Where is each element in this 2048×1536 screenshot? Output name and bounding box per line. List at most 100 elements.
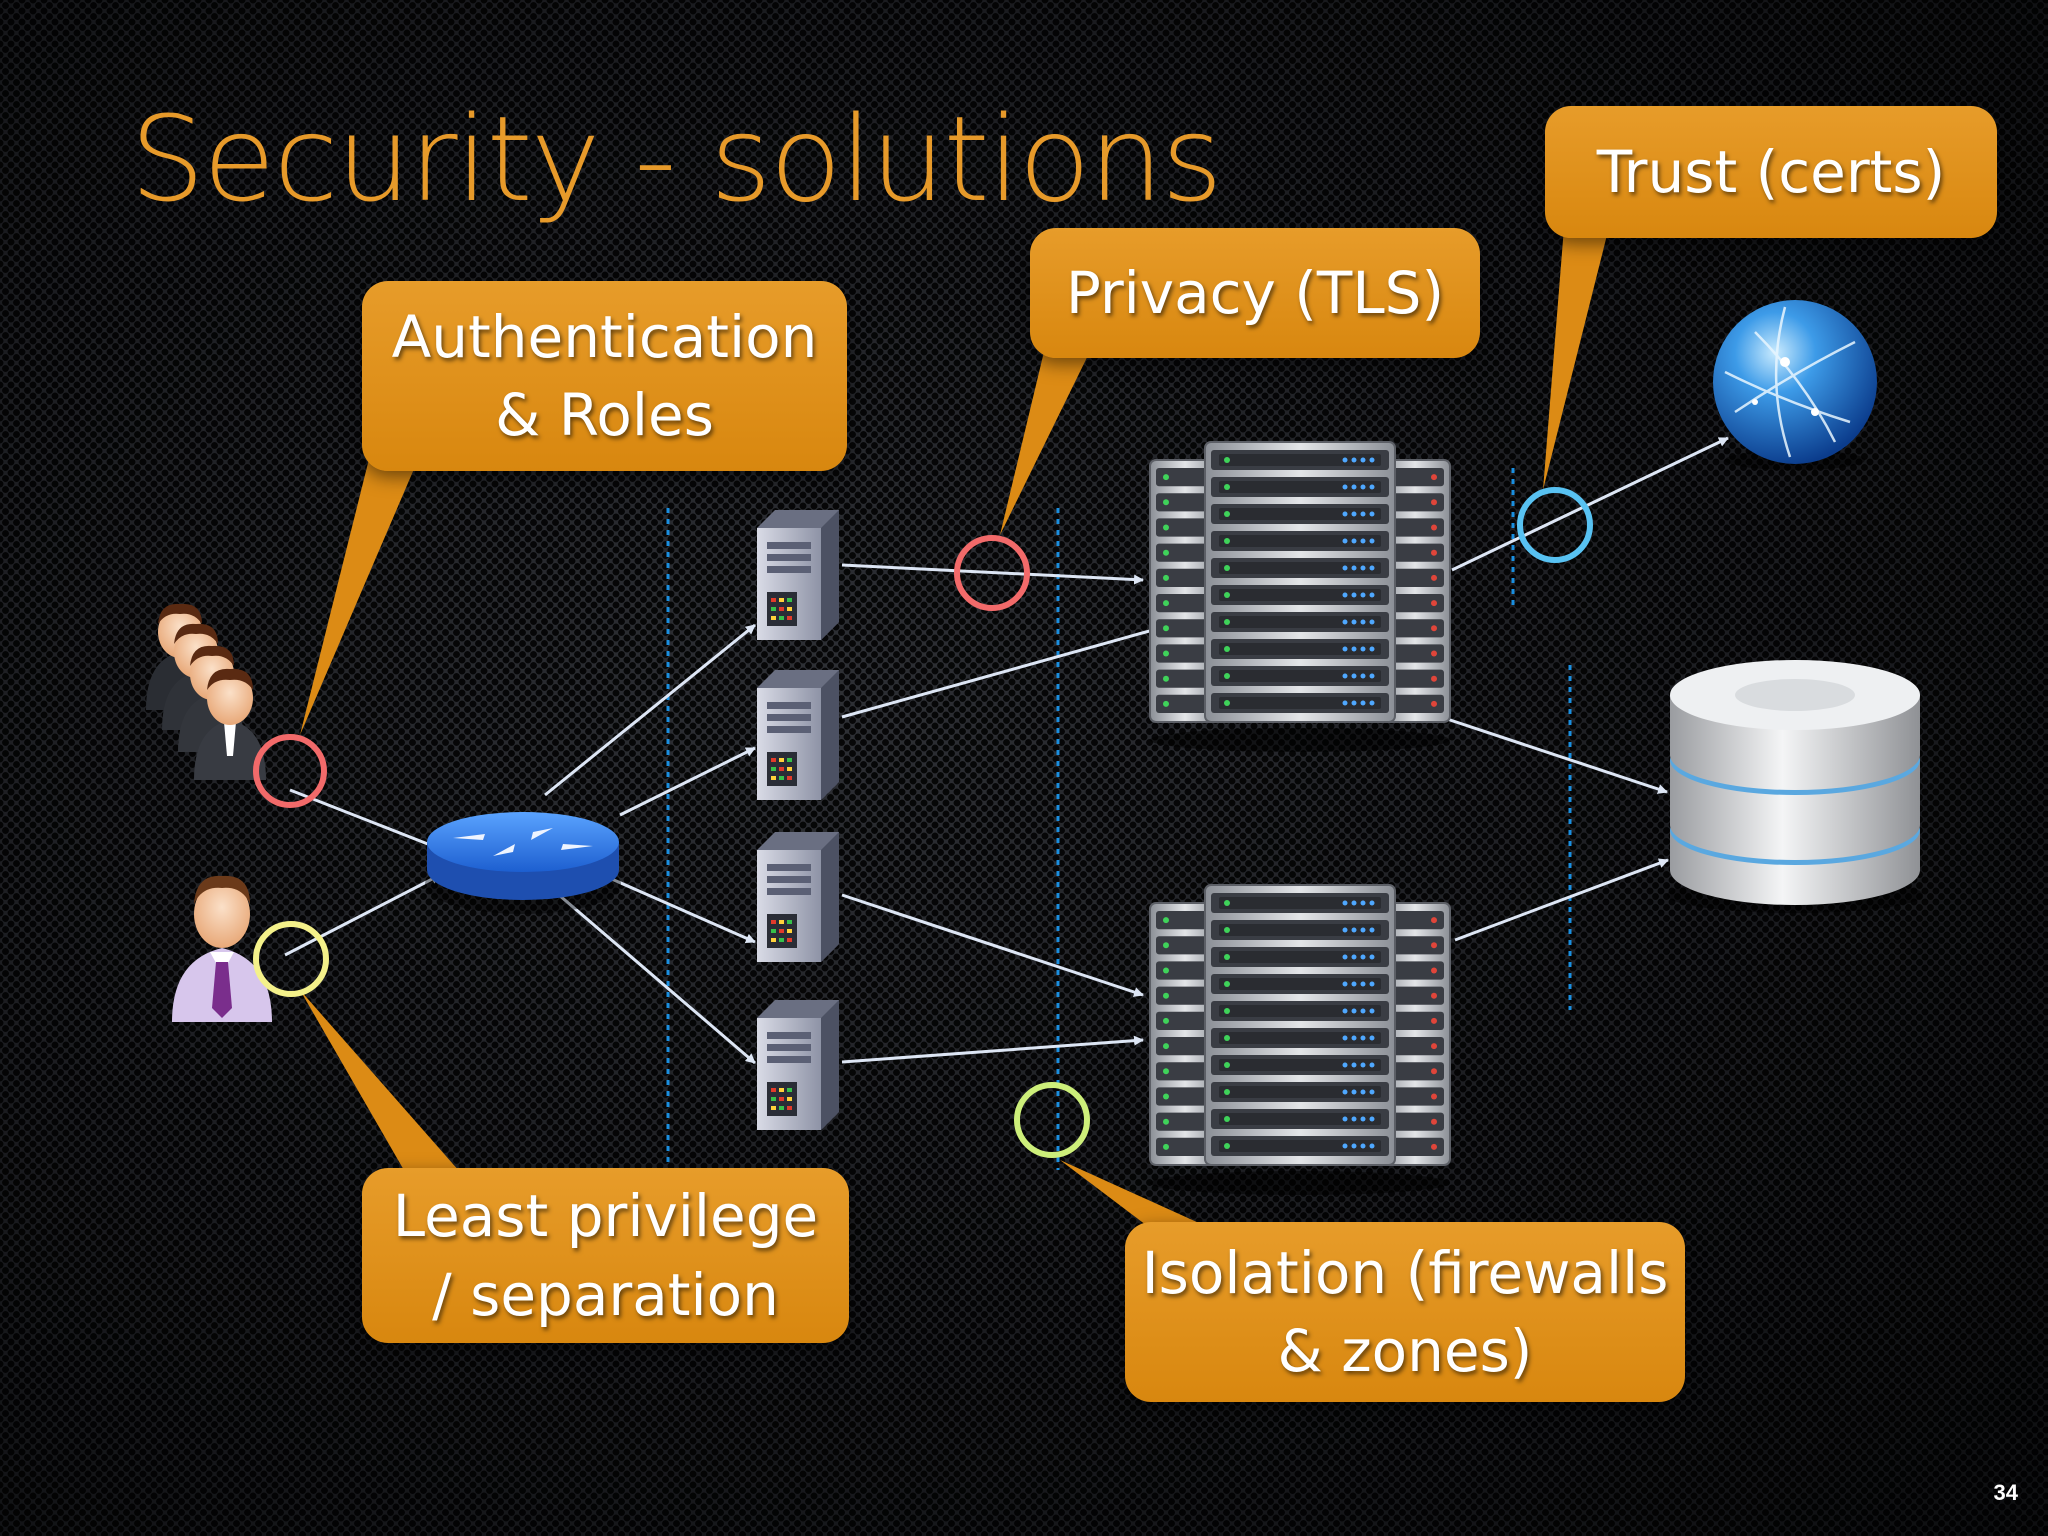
rack-bay-face — [1219, 1059, 1381, 1071]
rack-bay — [1386, 669, 1444, 688]
rack-led-green — [1163, 524, 1169, 531]
rack-led-blue — [1342, 900, 1348, 906]
rack-led-blue — [1360, 1089, 1366, 1095]
rack-bay — [1386, 518, 1444, 537]
rack-led-blue — [1369, 954, 1375, 960]
globe-icon — [1713, 300, 1877, 470]
rack-bay — [1156, 1037, 1214, 1056]
rack-led-blue — [1369, 1089, 1375, 1095]
rack-led-red — [1431, 625, 1437, 632]
rack-led-green — [1224, 954, 1230, 960]
rack-led-green — [1163, 1118, 1169, 1125]
rack-bay — [1156, 1112, 1214, 1131]
rack-led-blue — [1342, 1035, 1348, 1041]
rack-led-green — [1224, 900, 1230, 906]
rack-led-blue — [1360, 1062, 1366, 1068]
rack-bay — [1386, 986, 1444, 1005]
rack-bay — [1156, 644, 1214, 663]
rack-led-blue — [1351, 592, 1357, 598]
rack-led-red — [1431, 675, 1437, 682]
slide-title: Security - solutions — [130, 90, 1223, 228]
rack-led-blue — [1369, 484, 1375, 490]
rack-led-blue — [1342, 619, 1348, 625]
rack-led-blue — [1351, 457, 1357, 463]
rack-shadow — [1150, 1171, 1450, 1195]
rack-led-red — [1431, 499, 1437, 506]
rack-led-blue — [1360, 592, 1366, 598]
rack-led-green — [1224, 927, 1230, 933]
least-privilege-ring — [253, 921, 329, 997]
least-privilege-callout: Least privilege / separation — [362, 1168, 849, 1343]
rack-bay — [1156, 518, 1214, 537]
rack-bay-face — [1219, 951, 1381, 963]
authentication-callout: Authentication & Roles — [362, 281, 847, 471]
rack-led-red — [1431, 967, 1437, 974]
rack-led-red — [1431, 524, 1437, 531]
rack-led-green — [1163, 967, 1169, 974]
rack-bay — [1386, 936, 1444, 955]
connector-router-server-1 — [544, 623, 756, 797]
trust-callout-line-1: Trust (certs) — [1596, 137, 1946, 206]
rack-bay — [1156, 1062, 1214, 1081]
rack-led-blue — [1342, 592, 1348, 598]
rack-led-blue — [1369, 457, 1375, 463]
rack-led-blue — [1360, 1008, 1366, 1014]
rack-led-blue — [1369, 1035, 1375, 1041]
rack-led-red — [1431, 1043, 1437, 1050]
rack-bay — [1156, 594, 1214, 613]
rack-led-green — [1224, 592, 1230, 598]
rack-led-green — [1163, 917, 1169, 924]
rack-bay-face — [1219, 978, 1381, 990]
rack-led-green — [1163, 474, 1169, 481]
rack-bay — [1156, 493, 1214, 512]
rack-led-blue — [1342, 927, 1348, 933]
rack-led-red — [1431, 549, 1437, 556]
app-server-3-icon — [757, 832, 839, 962]
rack-bay-face — [1219, 697, 1381, 709]
rack-led-blue — [1351, 673, 1357, 679]
rack-led-green — [1224, 981, 1230, 987]
rack-led-blue — [1369, 511, 1375, 517]
rack-led-red — [1431, 700, 1437, 707]
rack-led-blue — [1369, 927, 1375, 933]
rack-bay-face — [1219, 508, 1381, 520]
rack-led-green — [1163, 942, 1169, 949]
rack-led-green — [1224, 1062, 1230, 1068]
rack-bay — [1386, 543, 1444, 562]
rack-led-blue — [1351, 619, 1357, 625]
server-rack-2-icon — [1149, 884, 1451, 1195]
rack-led-blue — [1342, 981, 1348, 987]
rack-led-blue — [1342, 511, 1348, 517]
rack-led-red — [1431, 1118, 1437, 1125]
rack-led-blue — [1360, 1116, 1366, 1122]
rack-bay — [1386, 1087, 1444, 1106]
server-rack-1-icon — [1149, 441, 1451, 752]
rack-bay — [1156, 1137, 1214, 1156]
rack-led-blue — [1351, 700, 1357, 706]
rack-led-blue — [1360, 900, 1366, 906]
rack-led-red — [1431, 917, 1437, 924]
rack-led-green — [1224, 619, 1230, 625]
rack-led-blue — [1369, 1116, 1375, 1122]
rack-bay-face — [1219, 562, 1381, 574]
rack-led-blue — [1351, 1035, 1357, 1041]
rack-bay — [1386, 493, 1444, 512]
rack-bay-face — [1219, 481, 1381, 493]
rack-led-blue — [1351, 565, 1357, 571]
connections — [284, 436, 1729, 1065]
rack-led-blue — [1360, 1143, 1366, 1149]
rack-led-blue — [1360, 927, 1366, 933]
rack-led-blue — [1360, 673, 1366, 679]
rack-led-blue — [1342, 700, 1348, 706]
rack-led-blue — [1351, 511, 1357, 517]
rack-led-green — [1224, 700, 1230, 706]
privacy-callout-pointer — [1000, 335, 1098, 535]
rack-led-green — [1163, 992, 1169, 999]
rack-led-blue — [1351, 646, 1357, 652]
rack-led-green — [1224, 1008, 1230, 1014]
authentication-callout-line-1: Authentication — [391, 302, 818, 371]
rack-led-blue — [1369, 619, 1375, 625]
rack-led-green — [1224, 511, 1230, 517]
rack-bay-face — [1219, 1113, 1381, 1125]
